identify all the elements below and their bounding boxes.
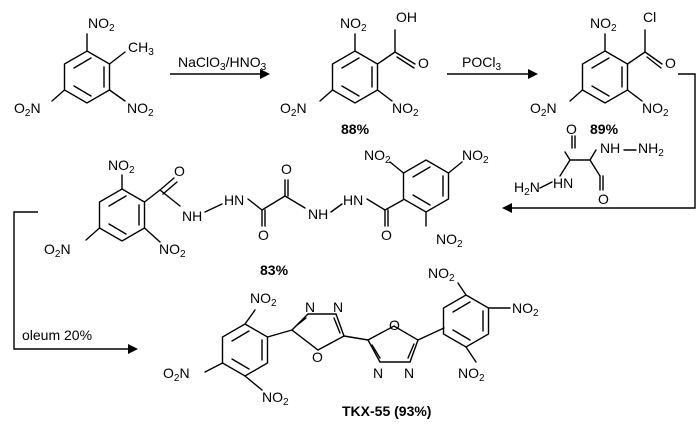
yield-compound-3: 89% [590, 121, 619, 137]
chloride-carbonyl-o: O [665, 55, 676, 71]
oxalyl-h2n: H2N [514, 179, 540, 198]
arrow-step-1: NaClO3/HNO3 [170, 54, 270, 79]
hyd-hn-1: HN [224, 192, 244, 208]
hyd-nh-2: NH [308, 206, 328, 222]
benzene-ring-4a [98, 188, 146, 242]
compound-acid-chloride: NO2 Cl O NO2 O2N 89% [530, 9, 676, 137]
reagent-step-2: POCl3 [462, 54, 501, 73]
tnt-no2-top: NO2 [88, 15, 115, 34]
hyd-nh-1: NH [182, 208, 202, 224]
tkx-no2-far-right: NO2 [512, 300, 539, 319]
compound-bis-hydrazide: NO2 NO2 O2N O NH HN O O NH HN O NO2 NO2 [44, 147, 489, 278]
acid-no2-top: NO2 [340, 15, 367, 34]
benzene-ring-5a [221, 323, 269, 377]
chloride-no2-right: NO2 [642, 100, 669, 119]
chloride-no2-top: NO2 [590, 15, 617, 34]
compound-tnt: NO2 CH3 NO2 O2N [14, 15, 154, 119]
yield-compound-2: 88% [341, 121, 370, 137]
hyd-o-2: O [258, 227, 269, 243]
hyd-no2-bottom-right: NO2 [436, 231, 463, 250]
chloride-cl: Cl [643, 9, 656, 25]
benzene-ring-1 [63, 50, 111, 104]
oxalyl-o-bottom: O [598, 191, 609, 207]
tnt-o2n-left: O2N [14, 100, 41, 119]
oxalyl-o-top: O [566, 121, 577, 137]
tkx-n-2: N [333, 299, 343, 315]
tkx-o2n-left: O2N [163, 365, 190, 384]
product-name: TKX-55 (93%) [342, 403, 431, 419]
tkx-n-4: N [404, 365, 414, 381]
benzene-ring-3 [581, 50, 629, 104]
hyd-o-3: O [281, 161, 292, 177]
reagent-step-1: NaClO3/HNO3 [178, 54, 267, 73]
acid-o2n-left: O2N [280, 100, 307, 119]
tkx-o-ring-2: O [389, 317, 400, 333]
tkx-no2-bottom-left: NO2 [262, 389, 289, 408]
benzene-ring-2 [331, 50, 379, 104]
arrow-step-3 [502, 73, 696, 213]
tkx-n-3: N [373, 365, 383, 381]
arrow-step-2: POCl3 [447, 54, 538, 79]
acid-oh: OH [396, 9, 417, 25]
oxalyl-hn: HN [553, 175, 573, 191]
hyd-o2n-left: O2N [44, 241, 71, 260]
acid-no2-right: NO2 [392, 100, 419, 119]
reagent-step-4: oleum 20% [22, 327, 92, 343]
tnt-no2-right: NO2 [127, 100, 154, 119]
chloride-o2n-left: O2N [530, 100, 557, 119]
hyd-no2-bottom-left: NO2 [159, 241, 186, 260]
hyd-o-4: O [381, 227, 392, 243]
acid-carbonyl-o: O [418, 55, 429, 71]
hyd-hn-2: HN [343, 192, 363, 208]
compound-tkx-55: NO2 NO2 O2N N N O O N N NO2 NO2 NO2 TKX-… [163, 265, 539, 419]
hyd-no2-top-right: NO2 [364, 147, 391, 166]
tkx-no2-top-right: NO2 [428, 265, 455, 284]
tnt-ch3: CH3 [128, 39, 154, 58]
reagent-oxalyl-dihydrazide: O O NH NH2 HN H2N [514, 121, 664, 207]
benzene-ring-4b [402, 159, 450, 213]
tkx-no2-bottom-right: NO2 [458, 365, 485, 384]
tkx-no2-top-left: NO2 [250, 290, 277, 309]
arrow-step-4: oleum 20% [13, 211, 138, 354]
hyd-no2-far-right: NO2 [462, 147, 489, 166]
tkx-o-ring-1: O [312, 349, 323, 365]
hyd-no2-top-left: NO2 [108, 157, 135, 176]
compound-trinitrobenzoic-acid: NO2 OH O NO2 O2N 88% [280, 9, 429, 137]
oxalyl-nh2: NH2 [638, 140, 664, 159]
hyd-o-1: O [174, 163, 185, 179]
yield-compound-4: 83% [260, 262, 289, 278]
oxalyl-nh: NH [600, 140, 620, 156]
tkx-n-1: N [305, 299, 315, 315]
benzene-ring-5b [442, 294, 490, 348]
